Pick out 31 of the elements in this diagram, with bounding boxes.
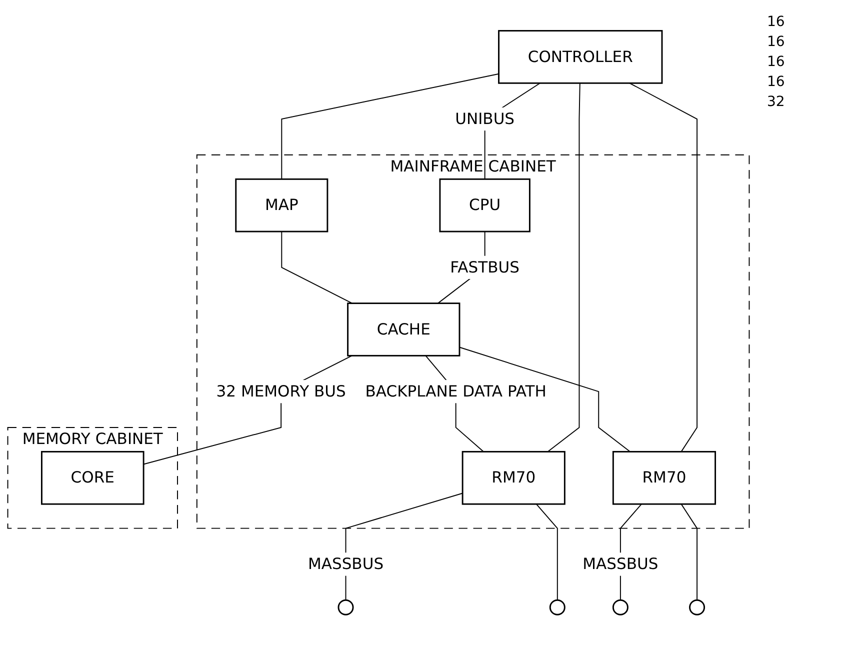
edge-label: MASSBUS: [582, 554, 658, 574]
node-box: CONTROLLER: [498, 30, 663, 84]
connector: [680, 504, 698, 601]
node-circle: [689, 600, 706, 616]
connector: [143, 356, 352, 466]
connector: [281, 231, 353, 304]
node-box: RM70: [612, 451, 716, 506]
node-circle: [338, 600, 354, 616]
bus-width-label: 16: [767, 34, 786, 50]
edge-label: UNIBUS: [455, 110, 515, 128]
node-circle: [549, 600, 566, 616]
bus-width-label: 16: [767, 54, 786, 70]
connector: [281, 74, 500, 180]
edge-label: MASSBUS: [308, 554, 384, 574]
connector: [629, 82, 698, 452]
edge-label: BACKPLANE DATA PATH: [365, 382, 546, 401]
node-circle: [612, 600, 628, 616]
node-box: MAP: [235, 178, 328, 233]
connector: [547, 82, 580, 452]
edge-label: 32 MEMORY BUS: [216, 382, 346, 401]
bus-width-label: 32: [767, 94, 786, 110]
node-box: CACHE: [347, 302, 460, 357]
bus-width-label: 16: [767, 74, 786, 90]
connector: [345, 493, 464, 601]
edge-label: FASTBUS: [450, 258, 520, 276]
node-box: CORE: [40, 451, 144, 506]
connector: [536, 504, 558, 601]
node-box: RM70: [462, 451, 566, 506]
bus-width-label: 16: [767, 14, 786, 30]
node-box: CPU: [439, 178, 530, 233]
connector: [459, 347, 631, 452]
